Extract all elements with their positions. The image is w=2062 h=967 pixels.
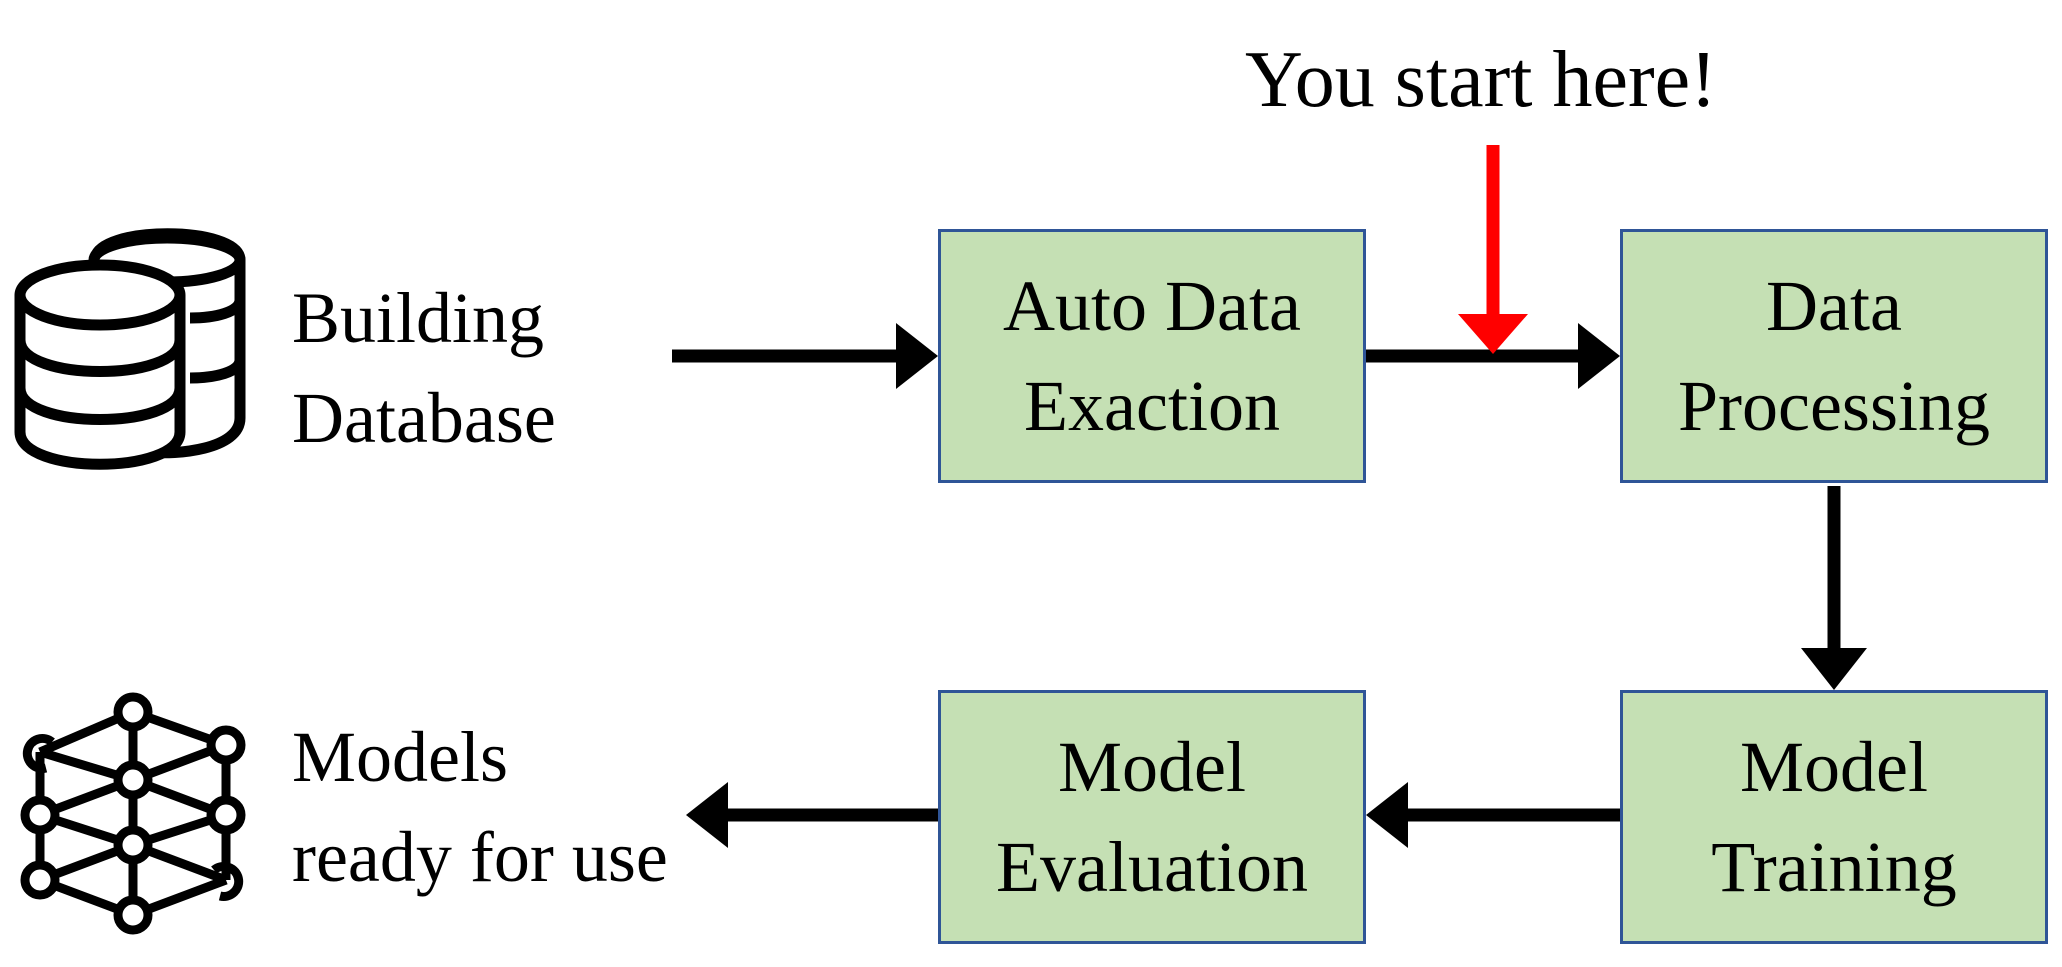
arrow-database-to-extraction	[672, 323, 938, 389]
model-training-line1: Model	[1740, 727, 1928, 807]
data-processing-line2: Processing	[1678, 366, 1990, 446]
auto-data-extraction-line2: Exaction	[1024, 366, 1280, 446]
data-processing-line1: Data	[1766, 266, 1902, 346]
models-ready-line2: ready for use	[292, 817, 668, 897]
model-training-box: Model Training	[1620, 690, 2048, 944]
data-processing-box: Data Processing	[1620, 229, 2048, 483]
building-database-line1: Building	[292, 278, 545, 358]
models-ready-line1: Models	[292, 717, 508, 797]
arrow-training-to-evaluation	[1366, 782, 1620, 848]
model-evaluation-line1: Model	[1058, 727, 1246, 807]
building-database-label: Building Database	[292, 268, 556, 468]
model-training-line2: Training	[1711, 827, 1957, 907]
auto-data-extraction-line1: Auto Data	[1003, 266, 1301, 346]
models-ready-label: Models ready for use	[292, 707, 668, 907]
arrow-processing-to-training	[1801, 486, 1867, 690]
start-here-label: You start here!	[1245, 36, 1717, 124]
auto-data-extraction-box: Auto Data Exaction	[938, 229, 1366, 483]
database-icon	[14, 228, 246, 470]
model-evaluation-line2: Evaluation	[996, 827, 1308, 907]
model-evaluation-box: Model Evaluation	[938, 690, 1366, 944]
start-here-arrow	[1458, 145, 1528, 354]
building-database-line2: Database	[292, 378, 556, 458]
arrow-evaluation-to-models	[686, 782, 938, 848]
neural-network-icon	[20, 692, 246, 935]
arrow-extraction-to-processing	[1366, 323, 1620, 389]
